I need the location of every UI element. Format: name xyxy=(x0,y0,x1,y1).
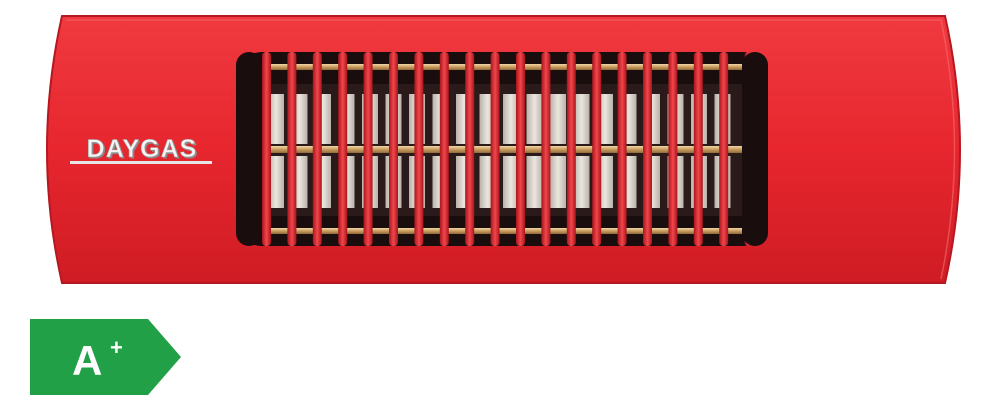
grille-bar xyxy=(617,52,627,246)
element-plate-top xyxy=(268,94,284,144)
grille-bar xyxy=(312,52,322,246)
energy-class-letter: A xyxy=(72,337,102,384)
grille-bar xyxy=(541,52,551,246)
heater-grille xyxy=(236,52,768,246)
grille-bar xyxy=(439,52,449,246)
grille-bar xyxy=(566,52,576,246)
grille-bar xyxy=(592,52,602,246)
brand-logo-text: DAYGAS xyxy=(87,135,198,163)
brand-logo-shadow: DAYGAS xyxy=(88,137,199,165)
element-plate-bottom xyxy=(550,156,566,208)
grille-bar xyxy=(719,52,729,246)
grille-bar xyxy=(465,52,475,246)
grille-bar xyxy=(414,52,424,246)
grille-bar xyxy=(643,52,652,246)
element-plate-top xyxy=(573,94,590,144)
element-plate-bottom xyxy=(503,156,519,208)
element-plate-top xyxy=(503,94,519,144)
grille-bar xyxy=(516,52,525,246)
element-plate-bottom xyxy=(573,156,590,208)
element-plate-top xyxy=(526,94,543,144)
element-plate-bottom xyxy=(268,156,284,208)
grille-bar xyxy=(490,52,500,246)
grille-bars xyxy=(262,52,754,246)
grille-bar xyxy=(363,52,373,246)
energy-class-modifier: + xyxy=(110,335,123,360)
grille-bar xyxy=(389,52,398,246)
element-plate-bottom xyxy=(526,156,543,208)
element-plate-top xyxy=(550,94,566,144)
energy-class-badge: A + xyxy=(30,319,181,395)
grille-bar xyxy=(338,52,348,246)
grille-bar xyxy=(693,52,703,246)
grille-bar xyxy=(262,52,271,246)
brand-logo: DAYGAS DAYGAS xyxy=(70,135,212,165)
grille-bar xyxy=(287,52,297,246)
grille-bar xyxy=(668,52,678,246)
